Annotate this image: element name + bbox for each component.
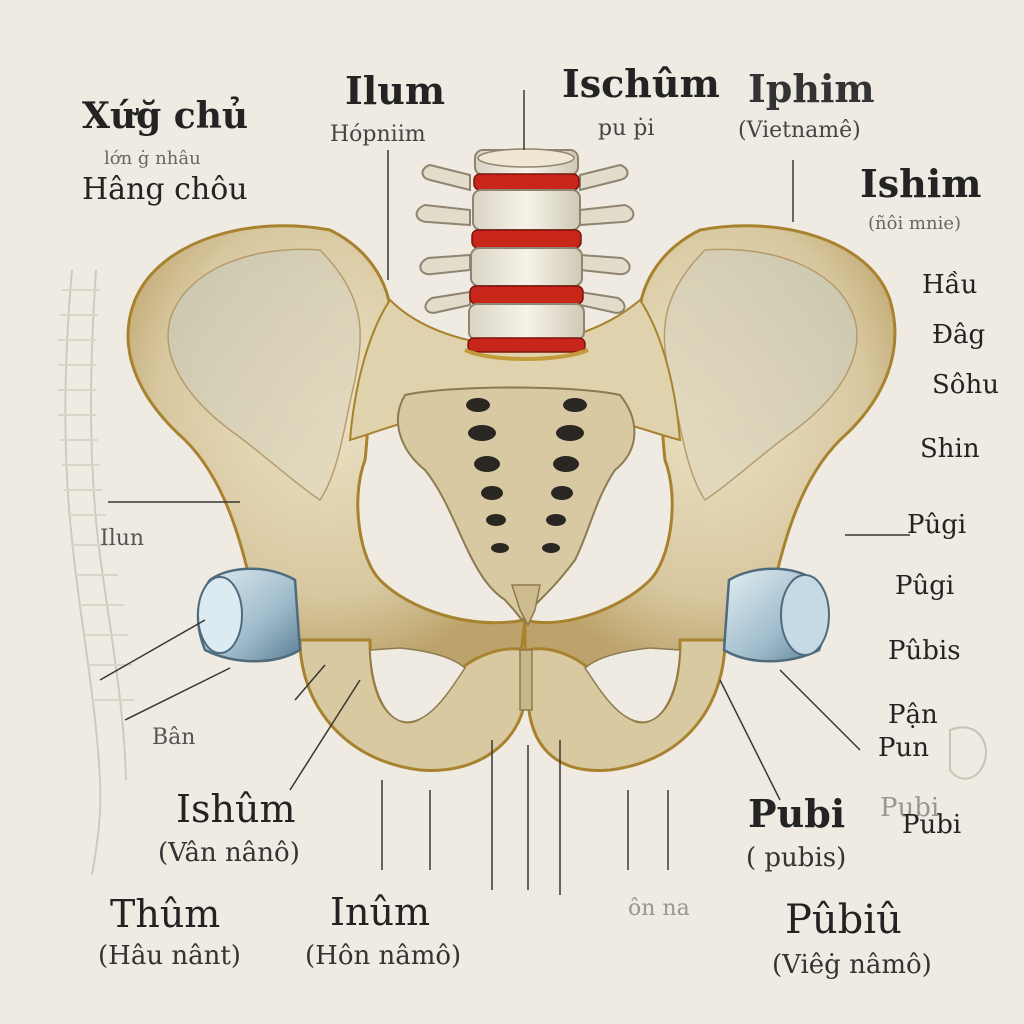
lumbar-spine xyxy=(415,148,635,361)
label-shin: Shin xyxy=(920,434,980,464)
label-ilum-top: Ilum xyxy=(345,68,446,113)
left-iliac-fossa xyxy=(167,248,361,502)
coccyx xyxy=(510,584,541,627)
foot-sketch xyxy=(949,726,987,780)
label-ishum-bottom: Ishûm xyxy=(176,787,296,831)
label-ishum-bottom-sub: (Vân nânô) xyxy=(158,838,300,868)
label-top-left-small: lớn ġ nhâu xyxy=(104,148,201,169)
label-ishim-right: Ishim xyxy=(860,161,982,206)
label-thum: Thûm xyxy=(110,892,221,936)
sacral-foramina xyxy=(466,398,587,553)
label-hau: Hầu xyxy=(922,270,978,300)
label-pan: Pận xyxy=(888,700,938,730)
label-pun: Pun xyxy=(878,733,929,763)
left-obturator-foramen xyxy=(369,647,466,723)
label-pubi-bottom-sub: ( pubis) xyxy=(746,843,847,873)
label-pubiu: Pûbiû xyxy=(785,897,902,943)
label-top-left-title: Xứğ chủ xyxy=(82,95,249,137)
label-pugi-1: Pûgi xyxy=(907,510,967,540)
label-inum-sub: (Hôn nâmô) xyxy=(305,941,462,971)
label-ischum-top: Ischûm xyxy=(562,61,720,106)
spine-sketch xyxy=(58,269,134,876)
sacrum xyxy=(396,386,636,622)
label-dag: Đâg xyxy=(932,320,986,350)
pubic-symphysis xyxy=(519,649,533,711)
label-sohu: Sôhu xyxy=(932,370,999,400)
label-ishim-right-sub: (ñôi mnie) xyxy=(868,213,962,234)
label-ban-left: Bân xyxy=(152,725,196,750)
label-faint-mid: ôn na xyxy=(628,896,690,921)
leader-lines xyxy=(99,90,910,895)
label-pubis: Pûbis xyxy=(888,636,961,666)
label-top-left-sub: Hâng chôu xyxy=(82,172,248,207)
label-ilum-top-sub: Hópniim xyxy=(330,122,426,147)
label-pubi-faint: Pubi xyxy=(880,793,940,823)
label-inum: Inûm xyxy=(330,890,430,934)
label-ilun-left: Ilun xyxy=(100,526,145,551)
right-obturator-foramen xyxy=(584,647,681,723)
label-pugi-2: Pûgi xyxy=(895,571,955,601)
label-thum-sub: (Hâu nânt) xyxy=(98,941,241,971)
right-femoral-head xyxy=(722,567,830,663)
left-femoral-head xyxy=(196,567,302,663)
label-pubi-right: Pubi xyxy=(902,810,962,840)
label-pubi-bottom: Pubi xyxy=(748,791,846,836)
label-iphim-sub: (Vietnamê) xyxy=(738,118,861,143)
label-ischum-top-sub: pu ṗi xyxy=(598,116,655,141)
label-iphim: Iphim xyxy=(748,66,875,111)
label-pubiu-sub: (Viêġ nâmô) xyxy=(772,950,932,980)
